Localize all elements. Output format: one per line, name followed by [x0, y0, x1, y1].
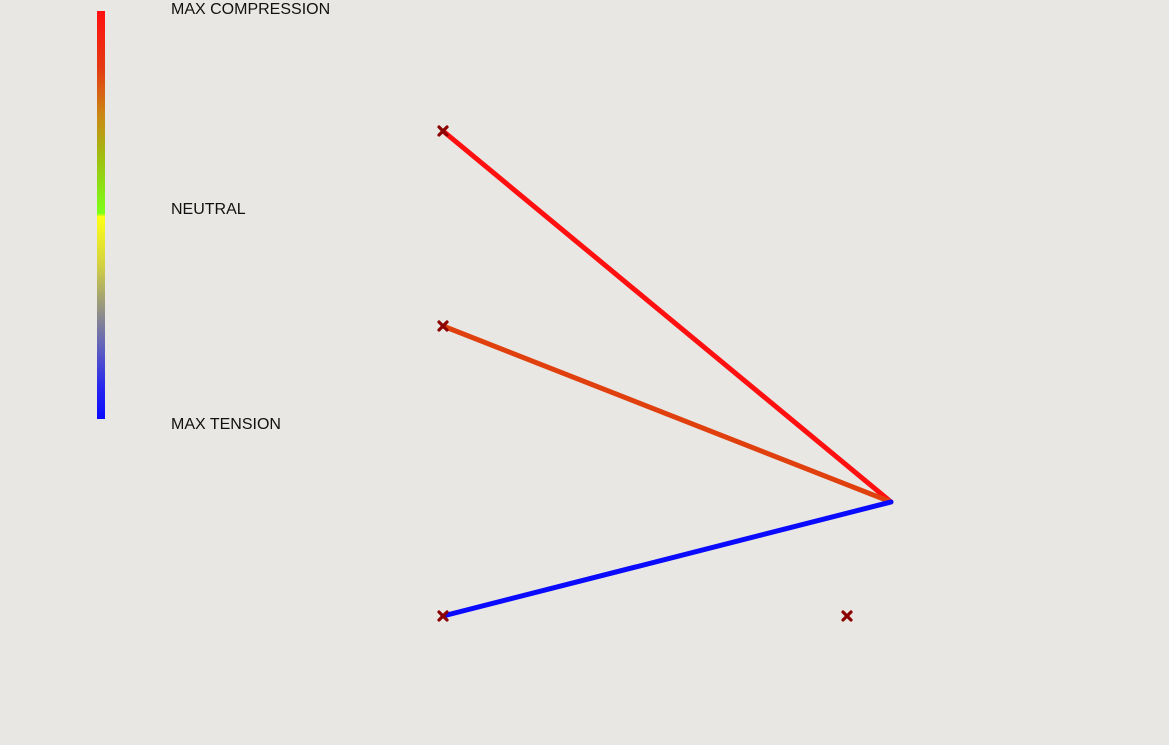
- support-x-icon[interactable]: [437, 125, 449, 137]
- support-x-icon[interactable]: [437, 610, 449, 622]
- member-middle[interactable]: [440, 323, 894, 505]
- legend-max-compression-label: MAX COMPRESSION: [171, 1, 331, 18]
- member-top[interactable]: [440, 128, 894, 505]
- support-x-icon[interactable]: [437, 320, 449, 332]
- force-color-scale: [97, 11, 105, 419]
- member-bottom[interactable]: [440, 499, 894, 619]
- legend-max-tension-label: MAX TENSION: [171, 416, 281, 433]
- support-x-icon[interactable]: [841, 610, 853, 622]
- legend-neutral-label: NEUTRAL: [171, 201, 246, 218]
